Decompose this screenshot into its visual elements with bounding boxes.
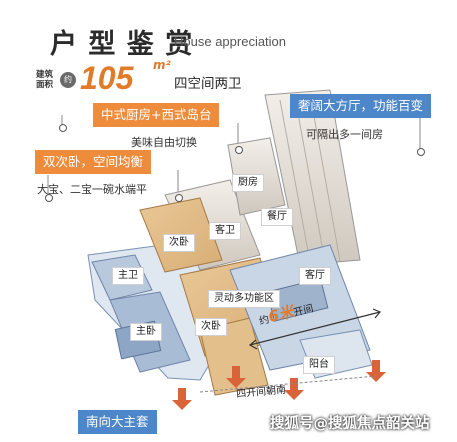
leader-dot xyxy=(417,148,425,156)
master-suite-callout-tag: 南向大主套 xyxy=(78,410,157,434)
area-description: 四空间两卫 xyxy=(174,76,242,92)
area-number: 105 xyxy=(80,60,134,96)
room-label-living: 客厅 xyxy=(299,267,331,285)
kitchen-callout-sub: 美味自由切换 xyxy=(131,136,197,149)
watermark-text: 搜狐号@搜狐焦点韶关站 xyxy=(270,416,430,432)
page-subtitle-en: House appreciation xyxy=(174,34,287,49)
room-label-master-bath: 主卫 xyxy=(112,267,144,285)
room-label-kitchen: 厨房 xyxy=(232,174,264,192)
span-dimension-arrow xyxy=(248,308,381,350)
bedrooms-callout-sub: 大宝、二宝一碗水端平 xyxy=(37,183,147,196)
leader-dot xyxy=(45,194,53,202)
leader-dot xyxy=(59,124,67,132)
leader-dot xyxy=(175,194,183,202)
kitchen-callout-tag: 中式厨房+西式岛台 xyxy=(93,103,220,127)
leader-dot xyxy=(235,146,243,154)
room-label-second-bedroom-bottom: 次卧 xyxy=(195,318,227,336)
south-span-line xyxy=(199,375,377,393)
room-label-balcony: 阳台 xyxy=(303,356,335,374)
room-label-guest-bath: 客卫 xyxy=(209,222,241,240)
living-callout-sub: 可隔出多一间房 xyxy=(306,128,383,141)
room-label-flex-area: 灵动多功能区 xyxy=(208,290,280,308)
approx-badge: 约 xyxy=(60,72,76,88)
bedrooms-callout-tag: 双次卧，空间均衡 xyxy=(35,150,152,174)
wall-panel-lines xyxy=(279,93,341,263)
room-label-second-bedroom-top: 次卧 xyxy=(163,234,195,252)
second-bedroom-bottom-zone xyxy=(199,317,269,396)
area-unit: m² xyxy=(153,58,171,72)
living-callout-tag: 奢阔大方厅，功能百变 xyxy=(290,94,432,118)
room-label-dining: 餐厅 xyxy=(261,208,293,226)
span-suffix: 开间 xyxy=(292,303,315,319)
page-title: 户 型 鉴 赏 xyxy=(50,29,194,60)
room-label-master-bedroom: 主卧 xyxy=(130,323,162,341)
area-label: 建筑面积 xyxy=(36,70,54,90)
